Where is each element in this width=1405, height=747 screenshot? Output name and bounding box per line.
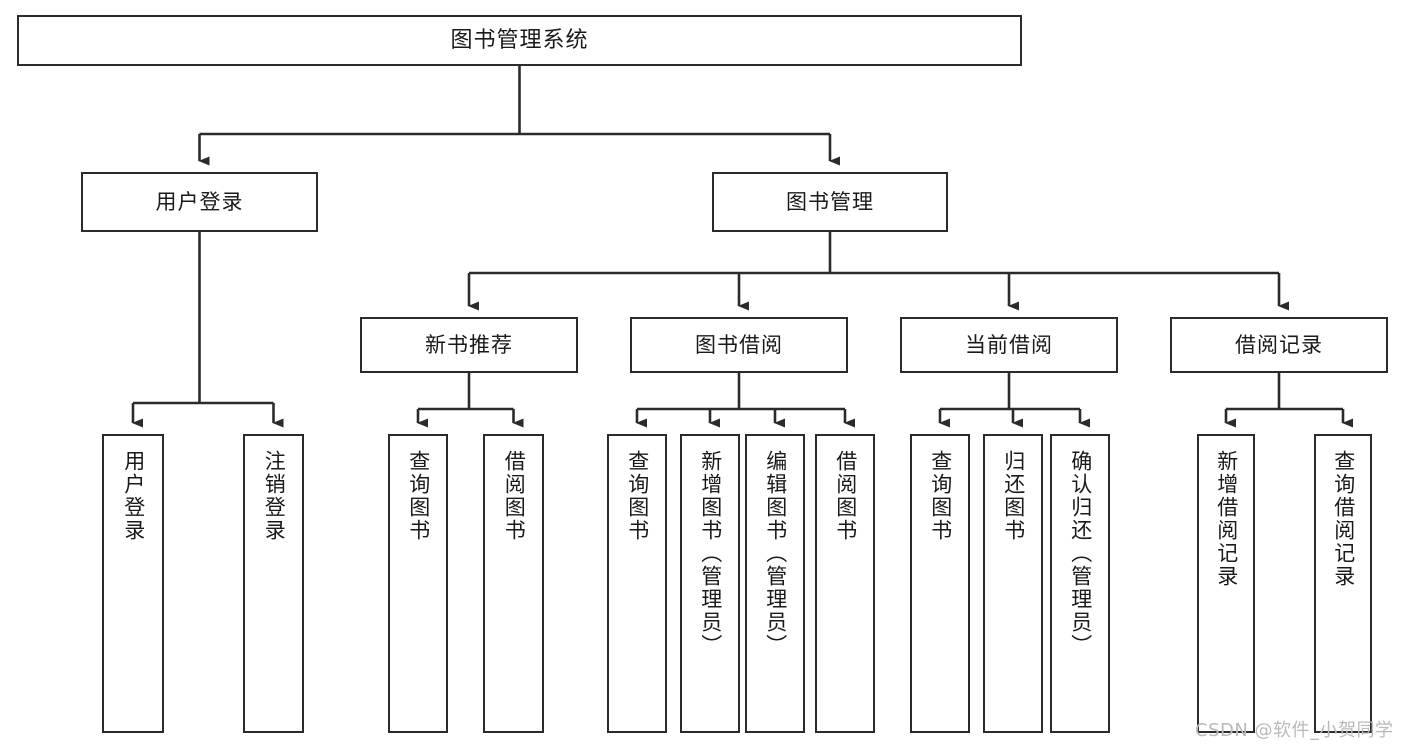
node-leaf-borrow-book-2[interactable]: 借阅图书 [815,434,875,733]
node-leaf-query-book-3[interactable]: 查询图书 [910,434,970,733]
node-leaf-return-book[interactable]: 归还图书 [983,434,1043,733]
node-user-login[interactable]: 用户登录 [81,172,318,232]
node-leaf-user-logout-label: 注销登录 [262,450,287,542]
node-borrow-record[interactable]: 借阅记录 [1170,317,1388,373]
node-leaf-return-book-label: 归还图书 [1001,450,1026,542]
node-book-borrow[interactable]: 图书借阅 [630,317,848,373]
node-leaf-user-logout[interactable]: 注销登录 [243,434,304,733]
node-leaf-add-borrow-record-label: 新增借阅记录 [1214,450,1239,588]
node-leaf-query-borrow-record-label: 查询借阅记录 [1331,450,1356,588]
csdn-watermark: CSDN @软件_小贺同学 [1195,720,1394,741]
node-new-book-recommend[interactable]: 新书推荐 [360,317,578,373]
node-leaf-edit-book-admin-label: 编辑图书（管理员） [763,450,788,657]
node-leaf-confirm-return[interactable]: 确认归还（管理员） [1050,434,1110,733]
node-leaf-query-book-3-label: 查询图书 [928,450,953,542]
node-current-borrow[interactable]: 当前借阅 [900,317,1118,373]
node-new-book-recommend-label: 新书推荐 [425,332,513,357]
node-leaf-borrow-book-1-label: 借阅图书 [502,450,527,542]
node-leaf-user-login-label: 用户登录 [121,450,146,542]
node-root[interactable]: 图书管理系统 [17,15,1022,66]
node-leaf-user-login[interactable]: 用户登录 [102,434,164,733]
node-user-login-label: 用户登录 [155,189,244,214]
node-leaf-borrow-book-2-label: 借阅图书 [833,450,858,542]
node-root-label: 图书管理系统 [450,27,589,53]
node-leaf-add-book-admin[interactable]: 新增图书（管理员） [680,434,740,733]
node-leaf-query-book-1-label: 查询图书 [406,450,431,542]
node-leaf-query-book-1[interactable]: 查询图书 [388,434,448,733]
node-leaf-borrow-book-1[interactable]: 借阅图书 [483,434,544,733]
node-book-borrow-label: 图书借阅 [695,332,783,357]
node-leaf-query-book-2[interactable]: 查询图书 [607,434,667,733]
node-leaf-query-book-2-label: 查询图书 [625,450,650,542]
node-current-borrow-label: 当前借阅 [965,332,1053,357]
node-leaf-query-borrow-record[interactable]: 查询借阅记录 [1314,434,1372,733]
node-book-manage-label: 图书管理 [786,189,874,214]
node-leaf-edit-book-admin[interactable]: 编辑图书（管理员） [745,434,805,733]
node-book-manage[interactable]: 图书管理 [712,172,948,232]
node-leaf-add-borrow-record[interactable]: 新增借阅记录 [1197,434,1255,733]
node-borrow-record-label: 借阅记录 [1235,332,1323,357]
node-leaf-confirm-return-label: 确认归还（管理员） [1068,450,1093,657]
node-leaf-add-book-admin-label: 新增图书（管理员） [698,450,723,657]
